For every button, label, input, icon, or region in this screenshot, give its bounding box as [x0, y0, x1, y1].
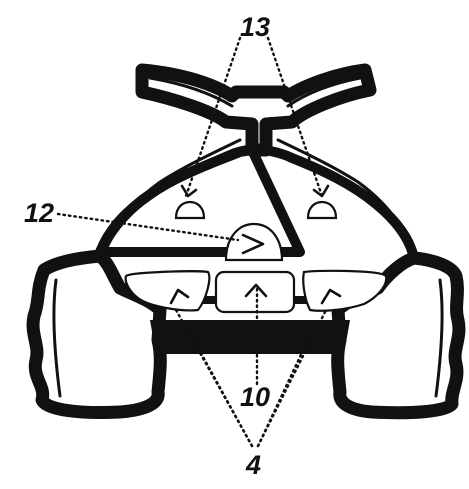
headlight-switch-pad	[224, 222, 284, 262]
body-outline	[95, 138, 419, 263]
callout-13: 13	[240, 12, 270, 42]
handlebar	[135, 63, 377, 157]
callout-4: 4	[245, 450, 261, 480]
center-front-pad	[214, 270, 296, 314]
right-front-pad	[302, 269, 388, 312]
callout-12: 12	[24, 198, 54, 228]
left-front-pad	[124, 270, 211, 312]
left-headlight	[174, 200, 206, 220]
leader-lines	[56, 36, 330, 448]
callout-10: 10	[240, 382, 270, 412]
right-headlight	[306, 200, 338, 220]
